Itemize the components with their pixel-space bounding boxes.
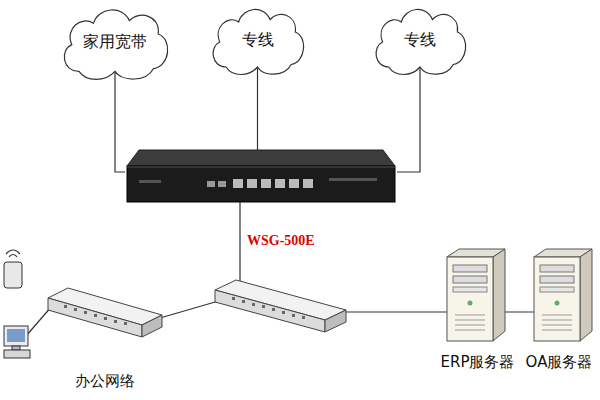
wireless-ap [4, 250, 22, 288]
uplink-line [115, 70, 125, 172]
uplink-wire [239, 200, 240, 289]
device-label: OA服务器 [526, 353, 593, 371]
network-cloud: 专线 [205, 2, 310, 77]
uplink-line [397, 66, 420, 172]
device-label: WSG-500E [247, 233, 315, 250]
cloud-label: 专线 [242, 30, 274, 49]
computer-icon [4, 326, 30, 358]
server-tower: ERP服务器 [435, 245, 520, 375]
office-switch: 办公网络 [40, 280, 170, 392]
server-tower: OA服务器 [520, 245, 598, 375]
device-label: ERP服务器 [441, 353, 515, 371]
uplink-line [257, 66, 258, 150]
cloud-label: 家用宽带 [83, 32, 147, 51]
cloud-label: 专线 [404, 30, 436, 49]
office-wire [160, 300, 222, 318]
device-label: 办公网络 [75, 372, 135, 390]
gateway-device: WSG-500E [125, 150, 397, 254]
network-cloud: 家用宽带 [55, 2, 175, 82]
network-cloud: 专线 [368, 2, 472, 77]
core-switch [215, 280, 346, 332]
